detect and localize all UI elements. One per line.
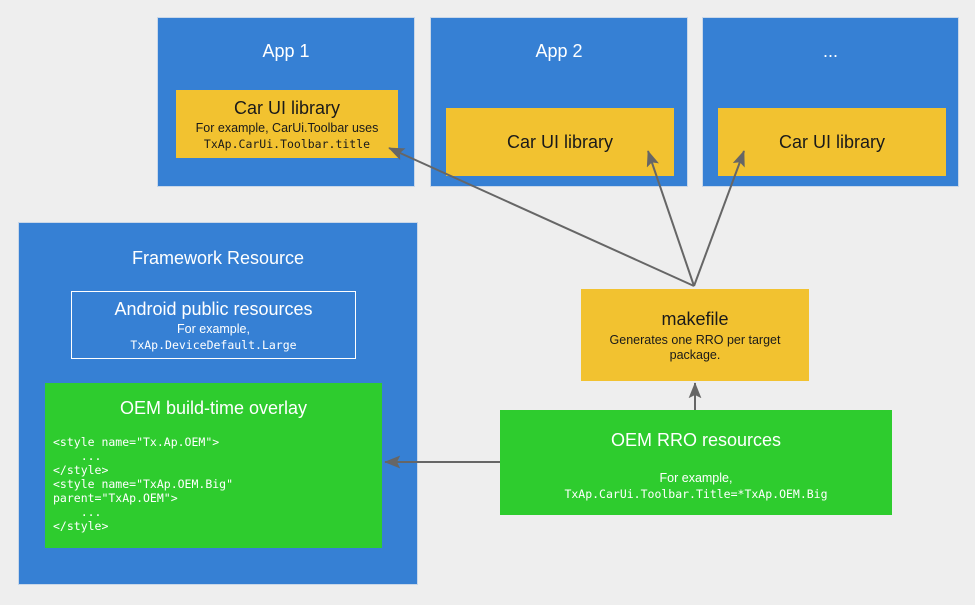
app-3-container: ... Car UI library (702, 17, 959, 187)
app-1-car-ui-library-title: Car UI library (233, 97, 340, 118)
android-public-resources-title: Android public resources (114, 298, 313, 319)
app-2-car-ui-library-title: Car UI library (506, 132, 613, 152)
android-public-resources-subtitle: For example, (177, 321, 250, 336)
app-1-title: App 1 (262, 41, 310, 61)
app-3-title: ... (822, 41, 838, 61)
oem-build-time-overlay: OEM build-time overlay <style name="Tx.A… (45, 383, 382, 548)
makefile-subtitle-line-2: package. (669, 347, 721, 362)
app-1-container: App 1 Car UI library For example, CarUi.… (157, 17, 415, 187)
framework-resource-container: Framework Resource Android public resour… (18, 222, 418, 585)
makefile-box: makefile Generates one RRO per target pa… (581, 289, 809, 381)
framework-resource-title: Framework Resource (131, 248, 305, 268)
android-public-resources-box: Android public resources For example, Tx… (71, 291, 356, 359)
oem-rro-resources: OEM RRO resources For example, TxAp.CarU… (500, 410, 892, 515)
oem-rro-resources-title: OEM RRO resources (610, 430, 782, 450)
app-2-title: App 2 (535, 41, 583, 61)
app-1-car-ui-library-code: TxAp.CarUi.Toolbar.title (203, 136, 371, 151)
oem-rro-resources-subtitle: For example, (659, 471, 733, 485)
app-3-car-ui-library-title: Car UI library (778, 132, 885, 152)
app-3-car-ui-library: Car UI library (718, 108, 946, 176)
android-public-resources-code: TxAp.DeviceDefault.Large (130, 337, 297, 352)
oem-build-time-overlay-code: <style name="Tx.Ap.OEM"> ... </style> <s… (53, 435, 234, 533)
makefile-title: makefile (661, 308, 729, 329)
app-1-car-ui-library-subtitle: For example, CarUi.Toolbar uses (195, 120, 379, 135)
makefile-subtitle-line-1: Generates one RRO per target (609, 332, 781, 347)
oem-rro-resources-code: TxAp.CarUi.Toolbar.Title=*TxAp.OEM.Big (564, 487, 828, 501)
app-2-container: App 2 Car UI library (430, 17, 688, 187)
oem-build-time-overlay-title: OEM build-time overlay (119, 398, 308, 418)
app-2-car-ui-library: Car UI library (446, 108, 674, 176)
app-1-car-ui-library: Car UI library For example, CarUi.Toolba… (176, 90, 398, 158)
